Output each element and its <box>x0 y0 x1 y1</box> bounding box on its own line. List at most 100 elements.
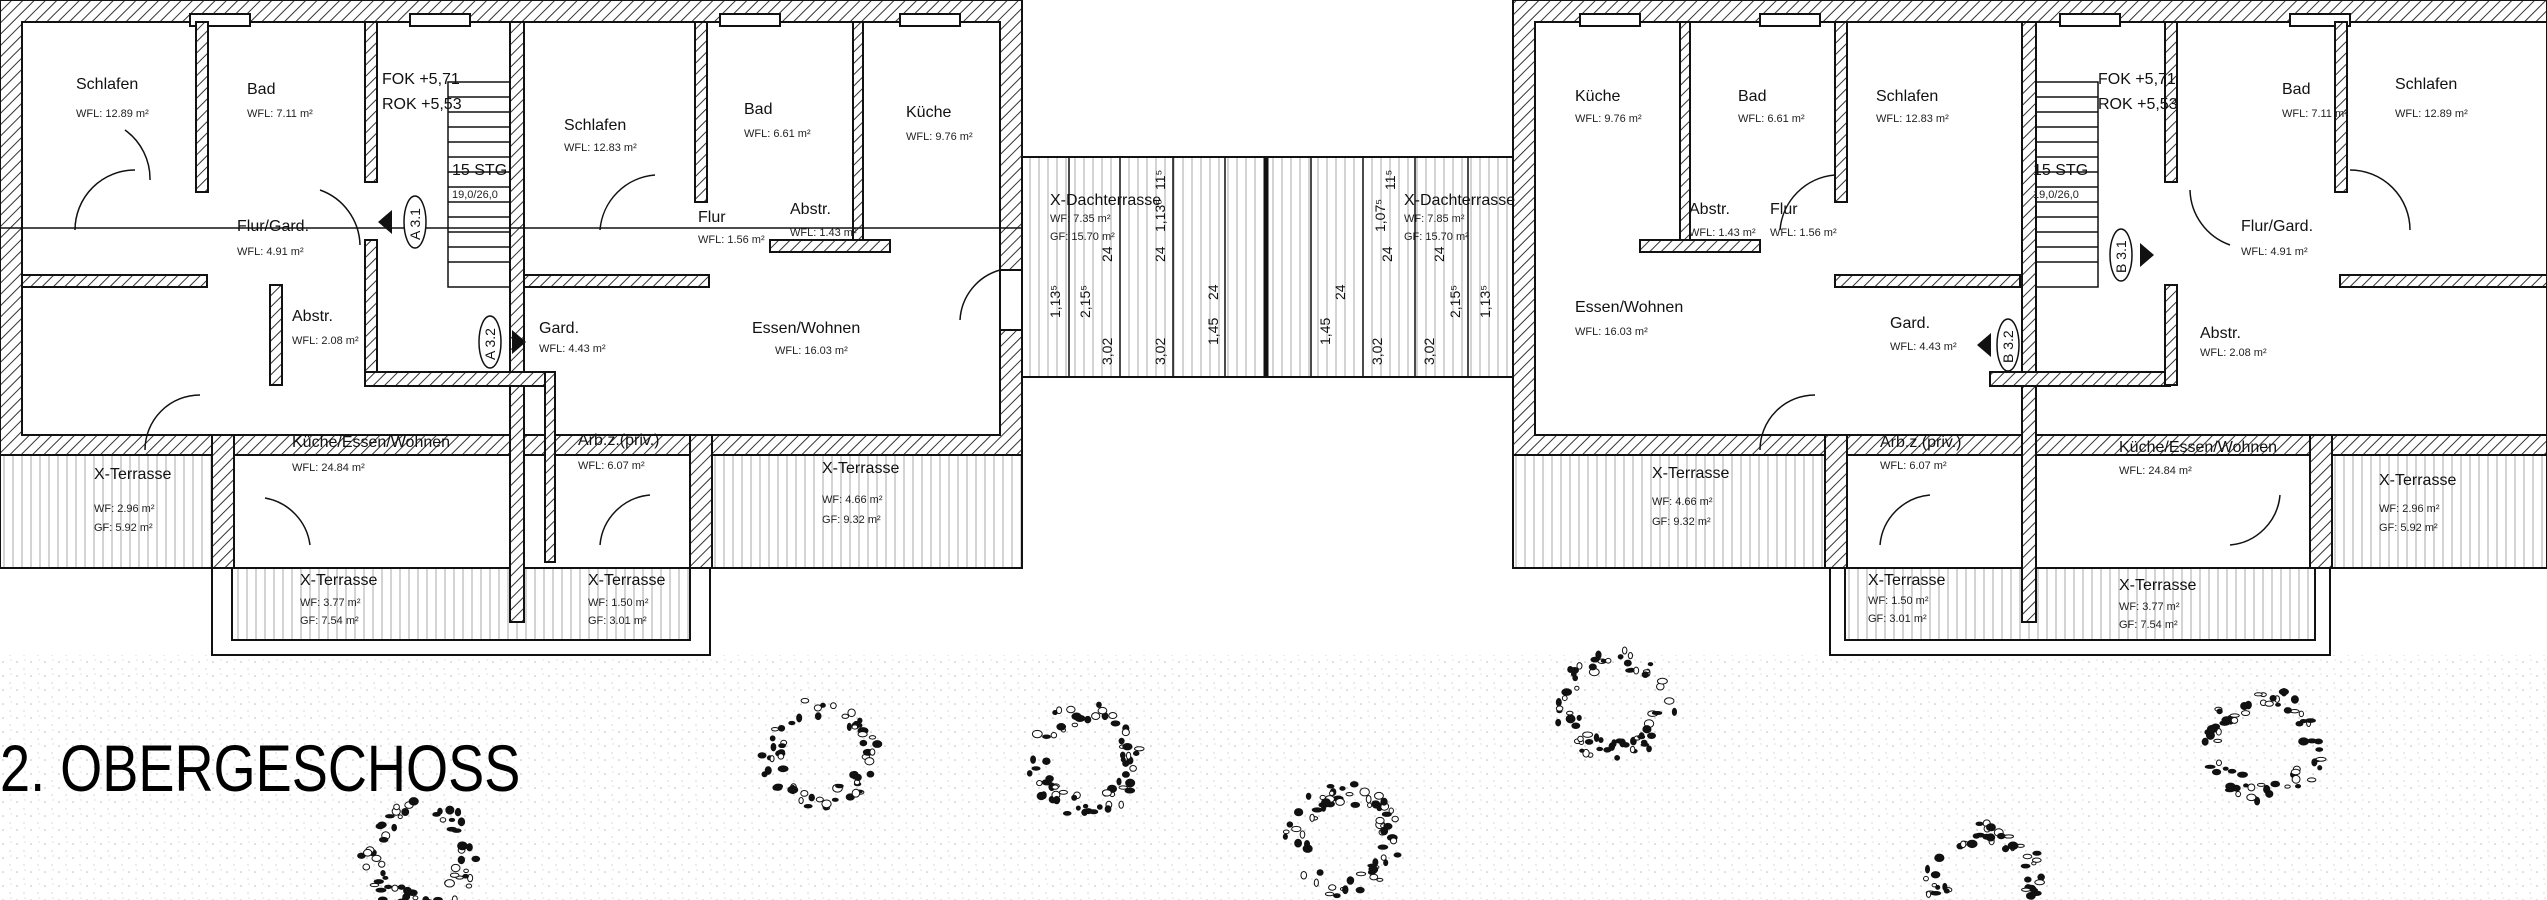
room-area: WFL: 1.43 m² <box>1689 227 1756 239</box>
room-name: Abstr. <box>292 308 333 325</box>
room-name: Flur/Gard. <box>237 218 309 235</box>
room-area: WFL: 24.84 m² <box>292 462 365 474</box>
room-name: Flur <box>698 209 726 226</box>
terrace-name: X-Dachterrasse <box>1404 192 1515 209</box>
room-area: WFL: 4.43 m² <box>1890 341 1957 353</box>
room-area: WFL: 12.83 m² <box>564 142 637 154</box>
terrace-gf: GF: 7.54 m² <box>2119 619 2178 631</box>
room-name: Bad <box>1738 88 1766 105</box>
floor-title: 2. OBERGESCHOSS <box>0 731 521 805</box>
dimension-label: 3,02 <box>1099 338 1115 365</box>
left-unit-walls <box>0 0 1023 656</box>
dimension-label: 2,15⁵ <box>1077 285 1093 318</box>
room-name: Abstr. <box>790 201 831 218</box>
room-name: Küche <box>1575 88 1620 105</box>
room-area: WFL: 12.89 m² <box>76 108 149 120</box>
stair-fok: FOK +5,71 <box>2098 71 2176 88</box>
section-marker: B 3.2 <box>1977 318 2020 372</box>
terrace-name: X-Terrasse <box>2379 472 2456 489</box>
stair-steps: 15 STG <box>2033 162 2088 179</box>
room-area: WFL: 12.89 m² <box>2395 108 2468 120</box>
section-marker: A 3.1 <box>378 195 427 249</box>
tree-icon <box>1026 701 1145 816</box>
terrace-gf: GF: 5.92 m² <box>94 522 153 534</box>
dimension-label: 1,13⁵ <box>1477 285 1493 318</box>
room-area: WFL: 1.56 m² <box>698 234 765 246</box>
terrace-gf: GF: 5.92 m² <box>2379 522 2438 534</box>
dimension-label: 2,15⁵ <box>1447 285 1463 318</box>
terrace-name: X-Terrasse <box>588 572 665 589</box>
dimension-label: 1,13⁵ <box>1047 285 1063 318</box>
left-unit-labels: Schlafen WFL: 12.89 m² Bad WFL: 7.11 m² … <box>76 71 973 627</box>
dimension-label: 24 <box>1379 246 1395 262</box>
terrace-name: X-Terrasse <box>1868 572 1945 589</box>
stair-rok: ROK +5,53 <box>2098 96 2178 113</box>
dimension-label: 3,02 <box>1152 338 1168 365</box>
room-name: Küche/Essen/Wohnen <box>2119 439 2277 456</box>
terrace-gf: GF: 9.32 m² <box>1652 516 1711 528</box>
terrace-wf: WF: 7.85 m² <box>1404 213 1465 225</box>
room-area: WFL: 6.07 m² <box>1880 460 1947 472</box>
tree-icon <box>357 797 481 900</box>
section-label: B 3.2 <box>2000 330 2016 363</box>
dimension-label: 11⁵ <box>1152 170 1168 190</box>
terrace-wf: WF: 1.50 m² <box>1868 595 1929 607</box>
section-marker: B 3.1 <box>2109 228 2154 282</box>
terrace-wf: WF: 4.66 m² <box>1652 496 1713 508</box>
stair-ratio: 19,0/26,0 <box>452 189 498 201</box>
tree-icon <box>1555 646 1678 761</box>
room-area: WFL: 6.61 m² <box>1738 113 1805 125</box>
section-label: A 3.2 <box>482 328 498 360</box>
terrace-wf: WF: 2.96 m² <box>2379 503 2440 515</box>
room-area: WFL: 24.84 m² <box>2119 465 2192 477</box>
room-area: WFL: 9.76 m² <box>1575 113 1642 125</box>
room-area: WFL: 2.08 m² <box>2200 347 2267 359</box>
room-name: Flur/Gard. <box>2241 218 2313 235</box>
room-name: Abstr. <box>1689 201 1730 218</box>
room-area: WFL: 2.08 m² <box>292 335 359 347</box>
terrace-gf: GF: 3.01 m² <box>1868 613 1927 625</box>
right-unit-labels: Küche WFL: 9.76 m² Bad WFL: 6.61 m² Schl… <box>1575 71 2468 631</box>
terrace-name: X-Dachterrasse <box>1050 192 1161 209</box>
tree-icon <box>1923 819 2045 900</box>
room-name: Gard. <box>1890 315 1930 332</box>
dimension-label: 1,07⁵ <box>1372 199 1388 232</box>
room-area: WFL: 7.11 m² <box>247 108 313 120</box>
ground-texture <box>0 655 2547 900</box>
terrace-name: X-Terrasse <box>1652 465 1729 482</box>
right-stair <box>1759 81 2411 546</box>
dimension-label: 3,02 <box>1369 338 1385 365</box>
room-name: Schlafen <box>564 117 626 134</box>
terrace-wf: WF: 1.50 m² <box>588 597 649 609</box>
terrace-gf: GF: 15.70 m² <box>1050 231 1115 243</box>
room-name: Bad <box>2282 81 2310 98</box>
trees <box>357 646 2327 900</box>
dimension-label: 3,02 <box>1421 338 1437 365</box>
room-name: Schlafen <box>76 76 138 93</box>
right-unit-walls <box>1512 0 2547 656</box>
room-area: WFL: 12.83 m² <box>1876 113 1949 125</box>
room-area: WFL: 16.03 m² <box>775 345 848 357</box>
stair-steps: 15 STG <box>452 162 507 179</box>
dimension-label: 24 <box>1205 284 1221 300</box>
room-name: Bad <box>744 101 772 118</box>
terrace-wf: WF: 4.66 m² <box>822 494 883 506</box>
roof-terraces <box>1021 156 1514 378</box>
roof-terrace-labels: X-Dachterrasse WF: 7.35 m² GF: 15.70 m² … <box>1047 157 1515 377</box>
left-stair <box>0 81 1022 546</box>
room-area: WFL: 9.76 m² <box>906 131 973 143</box>
dimension-label: 11⁵ <box>1382 170 1398 190</box>
dimension-label: 1,45 <box>1317 318 1333 345</box>
terrace-wf: WF: 7.35 m² <box>1050 213 1111 225</box>
section-label: A 3.1 <box>407 208 423 240</box>
dimension-label: 1,45 <box>1205 318 1221 345</box>
terrace-gf: GF: 9.32 m² <box>822 514 881 526</box>
room-name: Küche/Essen/Wohnen <box>292 434 450 451</box>
room-name: Abstr. <box>2200 325 2241 342</box>
terrace-gf: GF: 15.70 m² <box>1404 231 1469 243</box>
room-name: Küche <box>906 104 951 121</box>
tree-icon <box>2201 688 2327 806</box>
dimension-label: 24 <box>1099 246 1115 262</box>
